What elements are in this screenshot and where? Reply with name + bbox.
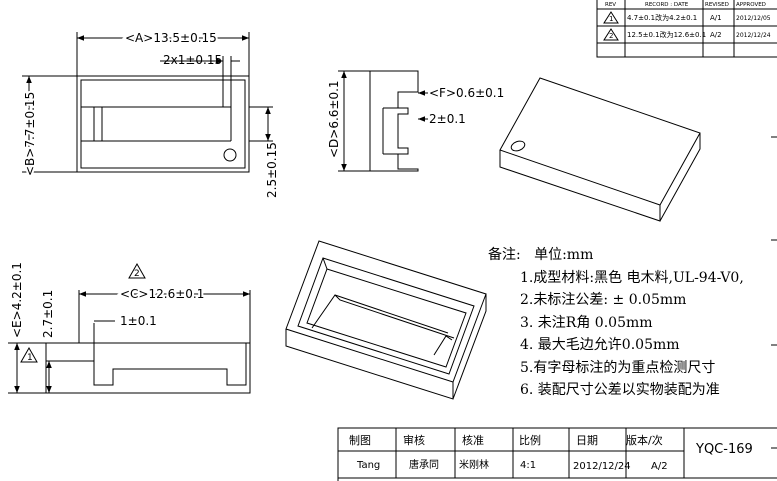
note-item: 2.未标注公差: ± 0.05mm — [520, 292, 687, 308]
note-item: 5.有字母标注的为重点检测尺寸 — [520, 359, 716, 376]
rev-2-date: 2012/12/24 — [736, 32, 771, 39]
rev-1-date: 2012/12/05 — [736, 15, 771, 22]
rev-1-number: 1 — [609, 15, 613, 23]
dim-b-label: <B>7.7±0.15 — [23, 92, 37, 176]
rev-2-revised: A/2 — [710, 31, 722, 39]
notes-block: 备注: 单位:mm 1.成型材料:黑色 电木料,UL-94-V0, 2.未标注公… — [488, 244, 744, 402]
tb-date: 2012/12/24 — [573, 461, 631, 472]
approved-header: APPROVED — [736, 2, 766, 8]
dim-f-label: <F>0.6±0.1 — [429, 86, 504, 100]
rev-mark-c: 2 — [128, 262, 146, 279]
dim-2-label: 2±0.1 — [429, 112, 466, 126]
tb-header-drafter: 制图 — [349, 434, 371, 447]
dim-d-label: <D>6.6±0.1 — [327, 80, 341, 158]
rev-1-record: 4.7±0.1改为4.2±0.1 — [627, 13, 697, 22]
tb-header-approver: 核准 — [462, 433, 484, 447]
tb-header-version: 版本/次 — [626, 433, 663, 447]
dim-e-label: <E>4.2±0.1 — [10, 262, 24, 338]
notes-heading: 备注: 单位:mm — [488, 244, 744, 267]
side-view — [338, 70, 419, 172]
title-block — [337, 427, 777, 481]
rev-header: REV — [605, 2, 616, 8]
note-item: 6. 装配尺寸公差以实物装配为准 — [520, 382, 720, 398]
note-item: 4. 最大毛边允许0.05mm — [520, 337, 680, 353]
dim-2-7-label: 2.7±0.1 — [41, 290, 55, 338]
frame-right-ticks — [771, 136, 777, 449]
tb-scale: 4:1 — [520, 460, 536, 471]
dim-1-label: 1±0.1 — [120, 314, 157, 328]
iso-block — [499, 77, 701, 222]
tb-version: A/2 — [651, 461, 668, 472]
dim-2x1-label: 2x1±0.15 — [163, 53, 222, 67]
tb-part-number: YQC-169 — [695, 442, 753, 457]
note-item: 1.成型材料:黑色 电木料,UL-94-V0, — [520, 269, 744, 286]
tb-header-date: 日期 — [576, 434, 598, 447]
note-item: 3. 未注R角 0.05mm — [520, 314, 653, 331]
tb-header-scale: 比例 — [519, 433, 541, 447]
top-view — [22, 32, 273, 173]
rev-1-revised: A/1 — [710, 14, 722, 22]
tb-reviewer: 唐承同 — [409, 458, 439, 471]
tb-approver: 米刚林 — [459, 458, 489, 471]
record-header: RECORD : DATE — [645, 2, 689, 8]
dim-c-label: <C>12.6±0.1 — [120, 287, 204, 301]
rev-2-record: 12.5±0.1改为12.6±0.1 — [627, 30, 706, 39]
rev-mark-e-number: 1 — [27, 353, 33, 363]
rev-2-number: 2 — [609, 32, 613, 40]
tb-header-reviewer: 审核 — [403, 433, 425, 447]
iso-tray — [285, 240, 487, 400]
rev-mark-e: 1 — [20, 346, 38, 363]
rev-mark-c-number: 2 — [134, 269, 140, 279]
tb-drafter: Tang — [356, 460, 380, 471]
notes-unit: 单位:mm — [534, 247, 594, 263]
dim-2-5-label: 2.5±0.15 — [265, 142, 279, 198]
revised-header: REVISED — [705, 2, 729, 8]
revision-table — [596, 0, 777, 58]
dim-a-label: <A>13.5±0.15 — [125, 31, 217, 45]
front-view — [8, 290, 251, 394]
notes-title: 备注: — [488, 247, 521, 263]
